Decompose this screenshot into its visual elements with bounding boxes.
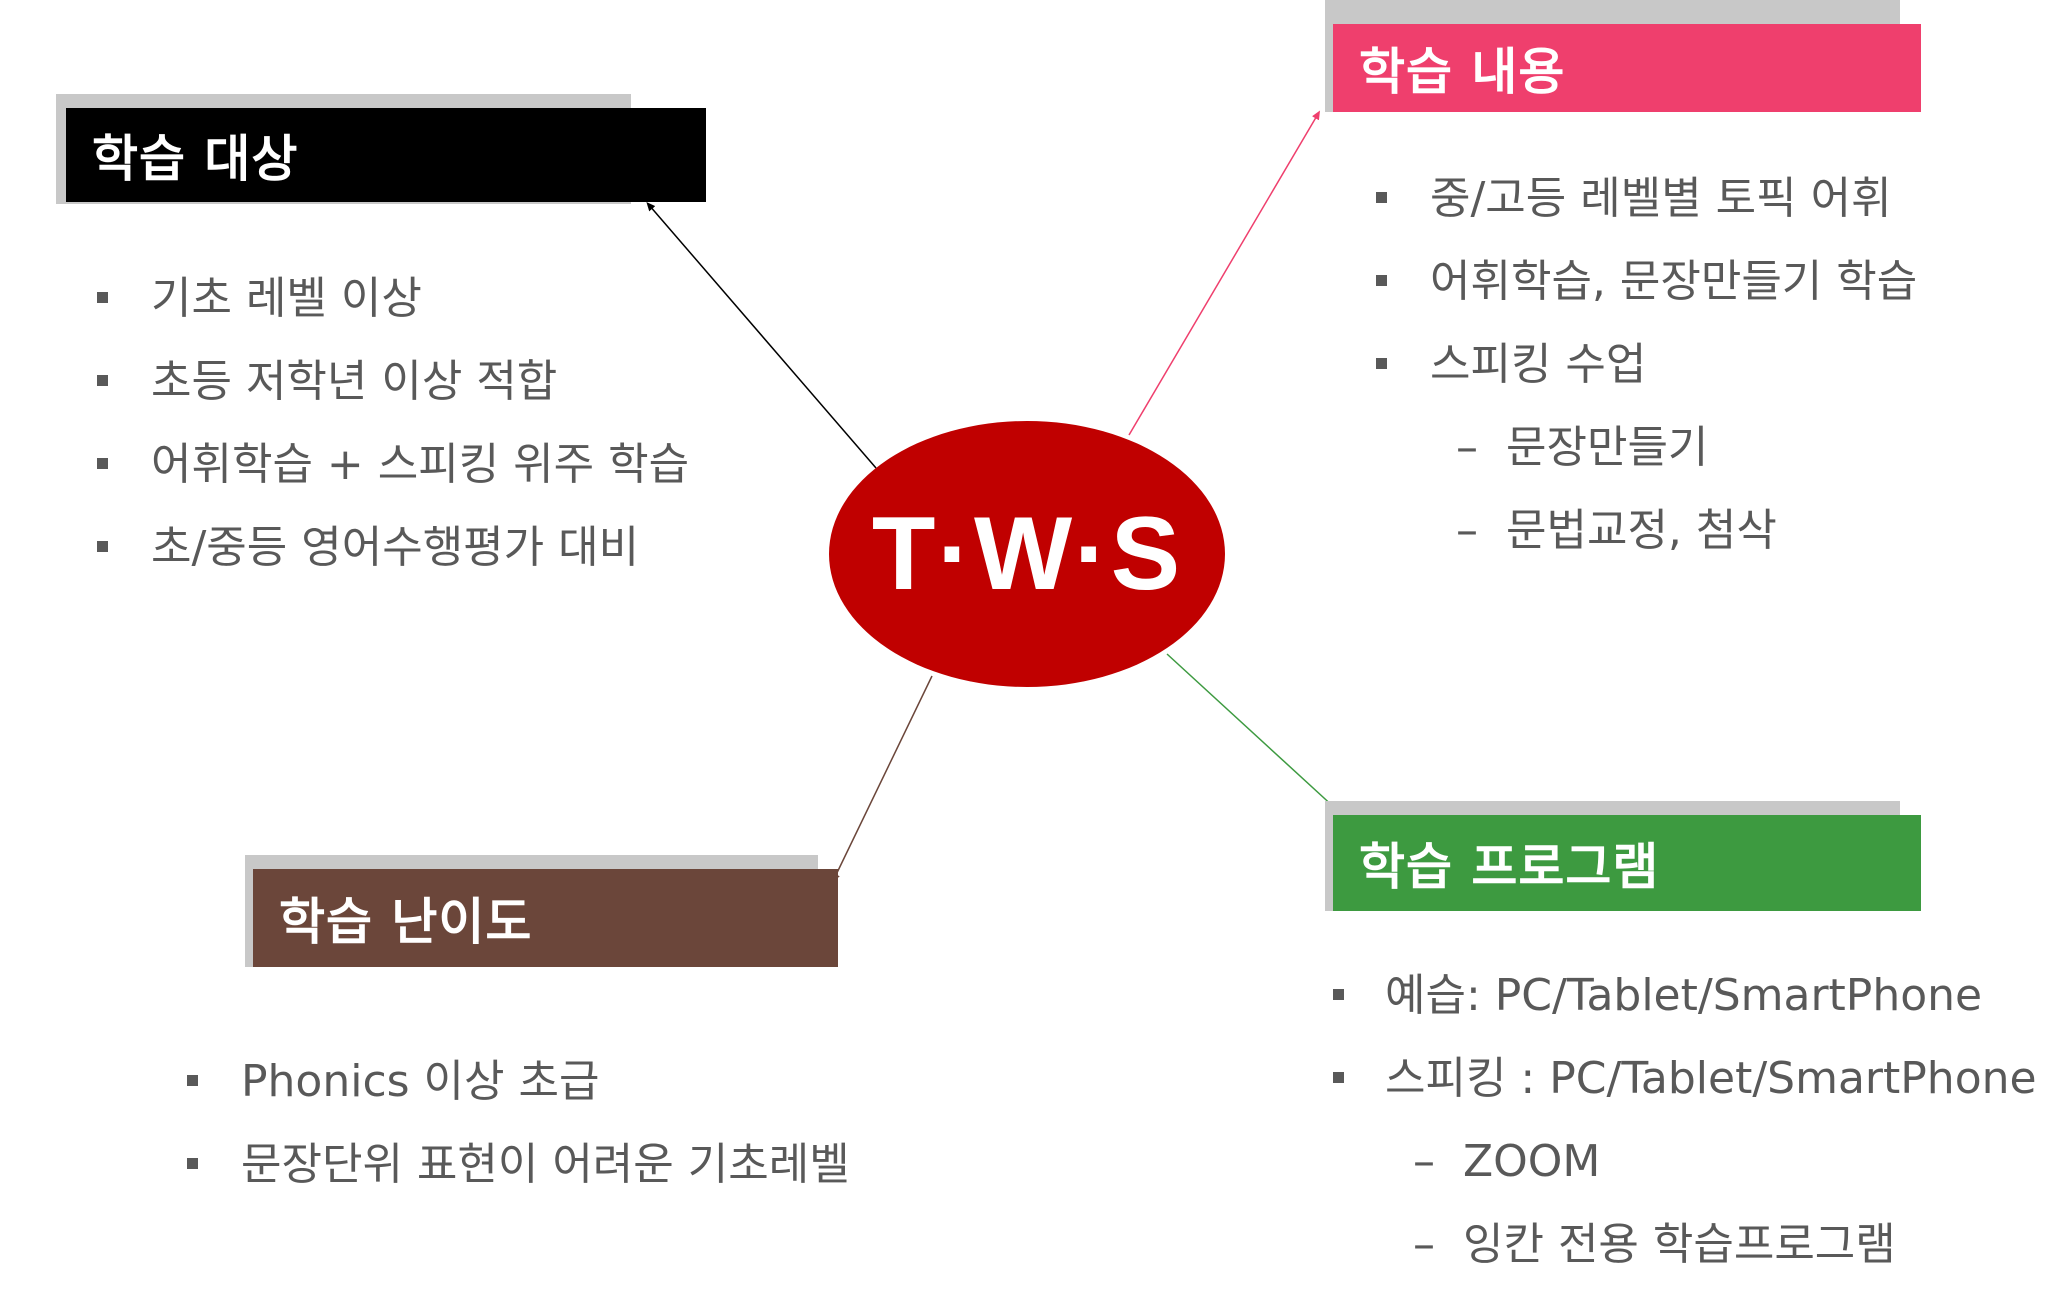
center-node: T·W·S — [829, 421, 1225, 687]
bullet-icon — [97, 375, 108, 386]
target-title: 학습 대상 — [66, 108, 706, 202]
bullet-icon — [187, 1075, 198, 1086]
connector-difficulty — [832, 675, 933, 883]
bullet-icon — [1333, 1072, 1344, 1083]
content-title: 학습 내용 — [1333, 24, 1921, 112]
center-label: T·W·S — [871, 495, 1183, 612]
connector-content — [1128, 110, 1321, 436]
connector-target — [646, 201, 877, 469]
program-title: 학습 프로그램 — [1333, 815, 1921, 911]
bullet-icon — [97, 541, 108, 552]
connector-program — [1166, 653, 1339, 812]
difficulty-title: 학습 난이도 — [253, 869, 838, 967]
bullet-icon — [1376, 358, 1387, 369]
bullet-icon — [1376, 275, 1387, 286]
bullet-icon — [97, 292, 108, 303]
bullet-icon — [1376, 192, 1387, 203]
bullet-icon — [97, 458, 108, 469]
bullet-icon — [1333, 989, 1344, 1000]
bullet-icon — [187, 1158, 198, 1169]
